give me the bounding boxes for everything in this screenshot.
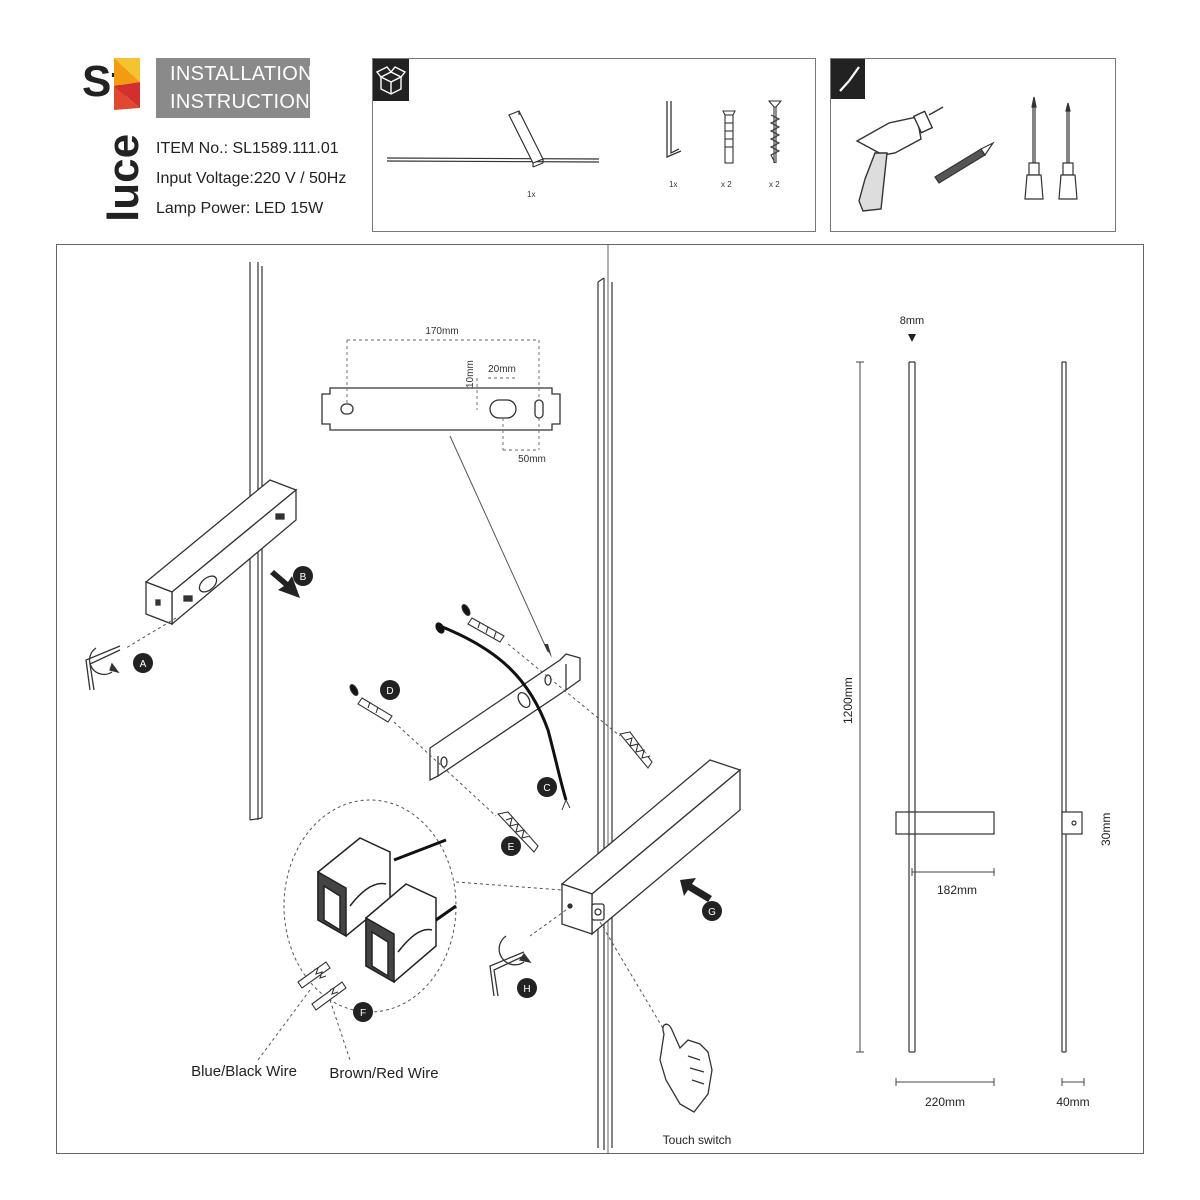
hand-icon (659, 1023, 713, 1113)
dim-bracket-width: 170mm (425, 326, 458, 337)
step-g-badge: G (702, 901, 722, 921)
label-brown-red-wire: Brown/Red Wire (329, 1065, 438, 1082)
wall-bracket-iso (429, 653, 581, 782)
logo-text-bottom: luce (99, 134, 142, 222)
hex-key-icon (666, 101, 682, 158)
title-line-2: INSTRUCTIONS (170, 91, 324, 113)
step-h-badge: H (517, 978, 537, 998)
step-f-label: F (360, 1008, 366, 1019)
screw-right-icon (618, 731, 653, 769)
screw-qty: x 2 (769, 180, 780, 189)
label-blue-black-wire: Blue/Black Wire (191, 1063, 297, 1080)
screwdriver-icon (831, 59, 865, 99)
step-e-label: E (508, 842, 515, 853)
step-h-label: H (523, 984, 530, 995)
side-view (1061, 361, 1083, 1053)
arrow-g-icon (680, 878, 712, 902)
spec-lamp-power: Lamp Power: LED 15W (156, 200, 324, 217)
step-c-label: C (543, 783, 550, 794)
bracket-plate (321, 387, 561, 431)
step-a-badge: A (133, 653, 153, 673)
dowel-top-icon (461, 604, 505, 643)
brand-logo: St luce (80, 52, 148, 224)
step-f-badge: F (353, 1002, 373, 1022)
step-b-label: B (300, 572, 307, 583)
dowel-qty: x 2 (721, 180, 732, 189)
terminal-block-2 (365, 883, 437, 984)
step-a-label: A (140, 659, 147, 670)
wire-ends (297, 961, 347, 1011)
screwdriver-flat-icon (1024, 96, 1044, 200)
dim-bracket-slot: 20mm (488, 364, 516, 375)
terminal-block-1 (317, 837, 391, 938)
step-c-badge: C (537, 777, 557, 797)
step-e-badge: E (501, 836, 521, 856)
step-d-badge: D (380, 680, 400, 700)
dim-bracket-offset: 50mm (518, 454, 546, 465)
drill-icon (855, 106, 944, 212)
bracket-dim-lines (346, 339, 540, 451)
screw-icon (767, 100, 783, 164)
step-g-label: G (708, 907, 716, 918)
step-d-label: D (386, 686, 393, 697)
hex-key-qty: 1x (669, 180, 677, 189)
screwdriver-phillips-icon (1058, 102, 1078, 200)
step-b-badge: B (293, 566, 313, 586)
dim-depth: 40mm (1056, 1095, 1089, 1109)
label-touch-switch: Touch switch (663, 1133, 732, 1147)
hex-key-a-icon (85, 645, 121, 691)
title-banner: INSTALLATION INSTRUCTIONS (156, 58, 324, 118)
dim-total-height: 1200mm (841, 677, 855, 724)
spec-item-number: ITEM No.: SL1589.111.01 (156, 140, 339, 157)
lamp-base-box (144, 479, 298, 626)
spec-input-voltage: Input Voltage:220 V / 50Hz (156, 170, 347, 187)
arrow-b-icon (270, 570, 300, 598)
lamp-illustration (386, 110, 600, 168)
dim-bracket-height: 10mm (465, 360, 476, 388)
screw-bottom-icon (496, 811, 539, 853)
package-contents-panel: 1x 1x x 2 x 2 (372, 58, 816, 232)
dim-total-width: 220mm (925, 1095, 965, 1109)
dim-base-width: 182mm (937, 883, 977, 897)
dim-thickness: 8mm (900, 315, 924, 327)
dim-base-height: 30mm (1099, 813, 1113, 846)
hex-key-h-icon (489, 935, 532, 997)
front-view (895, 361, 995, 1053)
power-wire (439, 624, 568, 801)
tools-panel (830, 58, 1116, 232)
pencil-icon (934, 141, 995, 184)
lamp-base-mounted (560, 759, 742, 936)
dowel-icon (722, 110, 736, 164)
assembly-diagram-frame (56, 244, 1144, 1154)
dowel-bottom-icon (349, 684, 393, 723)
title-line-1: INSTALLATION (170, 63, 313, 85)
lamp-qty: 1x (527, 190, 535, 199)
lamp-rod-center (597, 277, 613, 1150)
